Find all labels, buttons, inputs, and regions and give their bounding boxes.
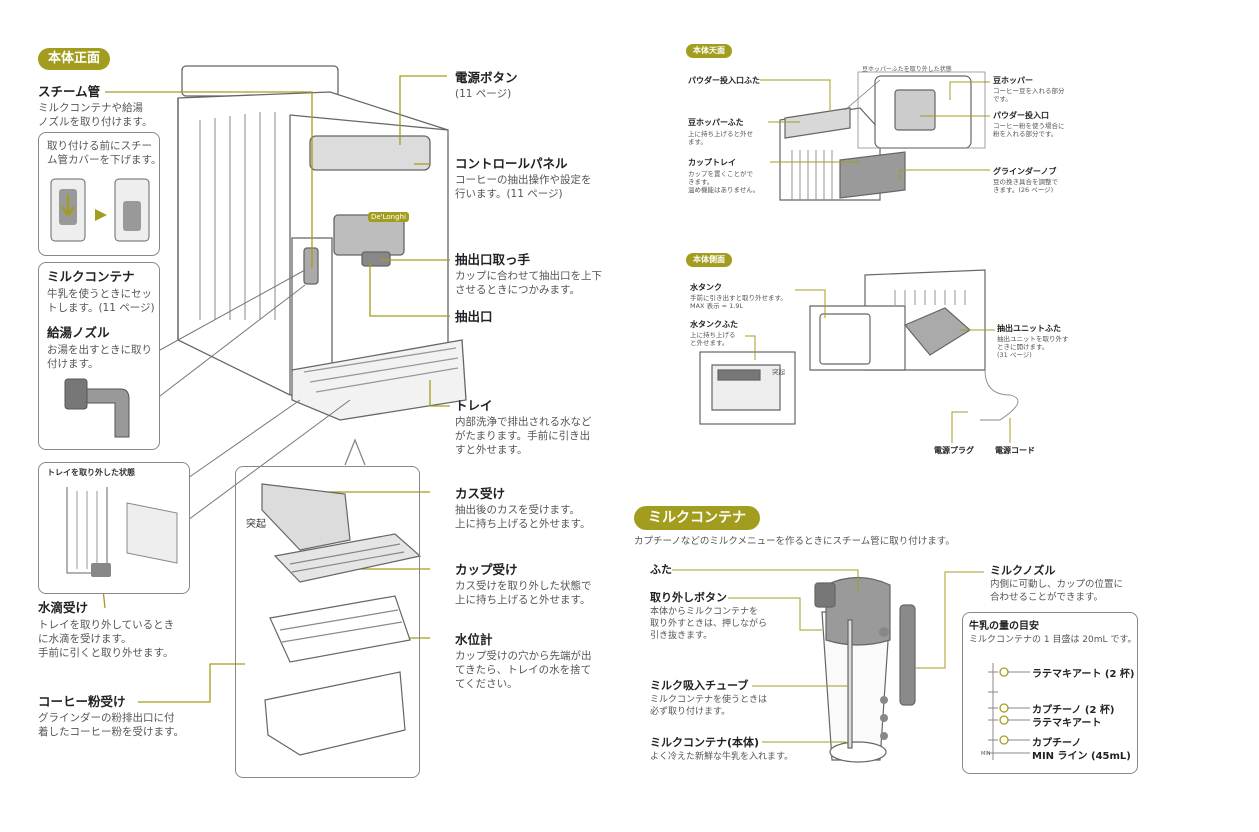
milk-level-latte-2: ラテマキアート (2 杯): [1032, 669, 1135, 680]
grounds-catcher-desc: グラインダーの粉排出口に付 着したコーヒー粉を受けます。: [38, 712, 184, 738]
water-level-desc: カップ受けの穴から先端が出 てきたら、トレイの水を捨て てください。: [455, 650, 592, 690]
spout-handle-title: 抽出口取っ手: [455, 252, 531, 267]
tray-title: トレイ: [455, 398, 493, 413]
removable-parts-box: [235, 466, 420, 778]
steam-cover-inset: 取り付ける前にスチー ム管カバーを下げます。: [38, 132, 162, 256]
control-panel-title: コントロールパネル: [455, 156, 568, 171]
side-view-header: 本体側面: [686, 253, 732, 267]
milk-level-cappuccino-1: カプチーノ: [1032, 738, 1082, 749]
water-tank-lid-title: 水タンクふた: [690, 320, 738, 329]
power-cord-label: 電源コード: [995, 446, 1035, 455]
tray-removed-inset: トレイを取り外した状態: [38, 462, 190, 594]
spout-handle-desc: カップに合わせて抽出口を上下 させるときにつかみます。: [455, 270, 602, 296]
grounds-catcher-title: コーヒー粉受け: [38, 694, 126, 709]
hot-water-nozzle-desc: お湯を出すときに取り 付けます。: [47, 344, 152, 370]
power-button-desc: (11 ページ): [455, 88, 512, 100]
release-button-title: 取り外しボタン: [650, 591, 727, 604]
milk-container-desc: 牛乳を使うときにセッ トします。(11 ページ): [47, 288, 155, 314]
grounds-container-desc: 抽出後のカスを受けます。 上に持ち上げると外せます。: [455, 504, 591, 530]
cup-tray-desc: カス受けを取り外した状態で 上に持ち上げると外せます。: [455, 580, 592, 606]
milk-container-title: ミルクコンテナ: [47, 269, 135, 284]
power-button-title: 電源ボタン: [455, 70, 518, 85]
control-panel-desc: コーヒーの抽出操作や設定を 行います。(11 ページ): [455, 174, 592, 200]
milk-container-header: ミルクコンテナ: [634, 506, 760, 530]
bean-hopper-title: 豆ホッパー: [993, 76, 1033, 85]
milk-amount-guide-box: 牛乳の量の目安 ミルクコンテナの 1 目盛は 20mL です。 MIN: [962, 612, 1138, 774]
cup-warmer-tray-desc: カップを置くことがで きます。 温め機能はありません。: [688, 170, 760, 194]
steam-pipe-title: スチーム管: [38, 84, 101, 99]
front-view-header: 本体正面: [38, 48, 111, 70]
powder-inlet-title: パウダー投入口: [993, 111, 1049, 120]
milk-level-min: MIN ライン (45mL): [1032, 751, 1131, 762]
steam-cover-sketch: [50, 178, 150, 242]
water-tank-lid-desc: 上に持ち上げる と外せます。: [690, 331, 736, 347]
grinder-knob-desc: 豆の挽き具合を調整で きます。(26 ページ): [993, 178, 1058, 194]
brand-logo: De'Longhi: [368, 212, 409, 222]
brew-unit-door-title: 抽出ユニットふた: [997, 324, 1061, 333]
milk-intake-tube-title: ミルク吸入チューブ: [650, 679, 749, 692]
grinder-knob-title: グラインダーノブ: [993, 167, 1057, 176]
milk-level-cappuccino-2: カプチーノ (2 杯): [1032, 705, 1115, 716]
water-tank-title: 水タンク: [690, 283, 722, 292]
milk-container-inset: ミルクコンテナ 牛乳を使うときにセッ トします。(11 ページ) 給湯ノズル お…: [38, 262, 160, 450]
cup-warmer-tray-title: カップトレイ: [688, 158, 736, 167]
water-level-title: 水位計: [455, 632, 493, 647]
tank-tab-label: 突起: [772, 368, 785, 376]
drip-tray-title: 水滴受け: [38, 600, 89, 615]
milk-intake-tube-desc: ミルクコンテナを使うときは 必ず取り付けます。: [650, 695, 768, 717]
tray-removed-sketch: [66, 487, 178, 577]
milk-container-intro: カプチーノなどのミルクメニューを作るときにスチーム管に取り付けます。: [634, 536, 955, 547]
min-mark: MIN: [981, 751, 991, 757]
milk-guide-title: 牛乳の量の目安: [969, 621, 1039, 632]
powder-inlet-desc: コーヒー粉を使う場合に 粉を入れる部分です。: [993, 122, 1065, 138]
grounds-container-title: カス受け: [455, 486, 506, 501]
spout-title: 抽出口: [455, 309, 493, 324]
milk-nozzle-title: ミルクノズル: [990, 564, 1056, 577]
steam-pipe-desc: ミルクコンテナや給湯 ノズルを取り付けます。: [38, 102, 153, 128]
drip-tray-desc: トレイを取り外しているとき に水滴を受けます。 手前に引くと取り外せます。: [38, 619, 175, 659]
hopper-lid-desc: 上に持ち上げると外せ ます。: [688, 130, 753, 146]
cup-tray-title: カップ受け: [455, 562, 518, 577]
milk-container-body-desc: よく冷えた新鮮な牛乳を入れます。: [650, 752, 794, 762]
top-view-header: 本体天面: [686, 44, 732, 58]
milk-level-latte-1: ラテマキアート: [1032, 718, 1102, 729]
bean-hopper-desc: コーヒー豆を入れる部分 です。: [993, 87, 1065, 103]
coffee-machine-illustration: [177, 65, 467, 421]
release-button-desc: 本体からミルクコンテナを 取り外すときは、押しながら 引き抜きます。: [650, 607, 768, 641]
powder-lid-title: パウダー投入口ふた: [688, 76, 760, 85]
hopper-lid-removed-label: 豆ホッパーふたを取り外した状態: [862, 66, 952, 73]
hot-water-nozzle-sketch: [64, 378, 130, 438]
brew-unit-door-desc: 抽出ユニットを取り外す ときに開けます。 (31 ページ): [997, 335, 1069, 359]
milk-nozzle-desc: 内側に可動し、カップの位置に 合わせることができます。: [990, 579, 1124, 603]
tray-removed-label: トレイを取り外した状態: [47, 468, 135, 477]
water-tank-desc: 手前に引き出すと取り外せます。 MAX 表示 = 1.9L: [690, 294, 787, 310]
milk-guide-desc: ミルクコンテナの 1 目盛は 20mL です。: [969, 635, 1137, 645]
hot-water-nozzle-title: 給湯ノズル: [47, 325, 110, 340]
milk-lid-title: ふた: [650, 563, 672, 576]
milk-container-body-title: ミルクコンテナ(本体): [650, 736, 760, 749]
kasu-tab-label: 突起: [246, 519, 266, 530]
power-plug-label: 電源プラグ: [934, 446, 974, 455]
tray-desc: 内部洗浄で排出される水など がたまります。手前に引き出 すと外せます。: [455, 416, 592, 456]
hopper-lid-title: 豆ホッパーふた: [688, 118, 744, 127]
steam-cover-inset-text: 取り付ける前にスチー ム管カバーを下げます。: [47, 140, 162, 166]
